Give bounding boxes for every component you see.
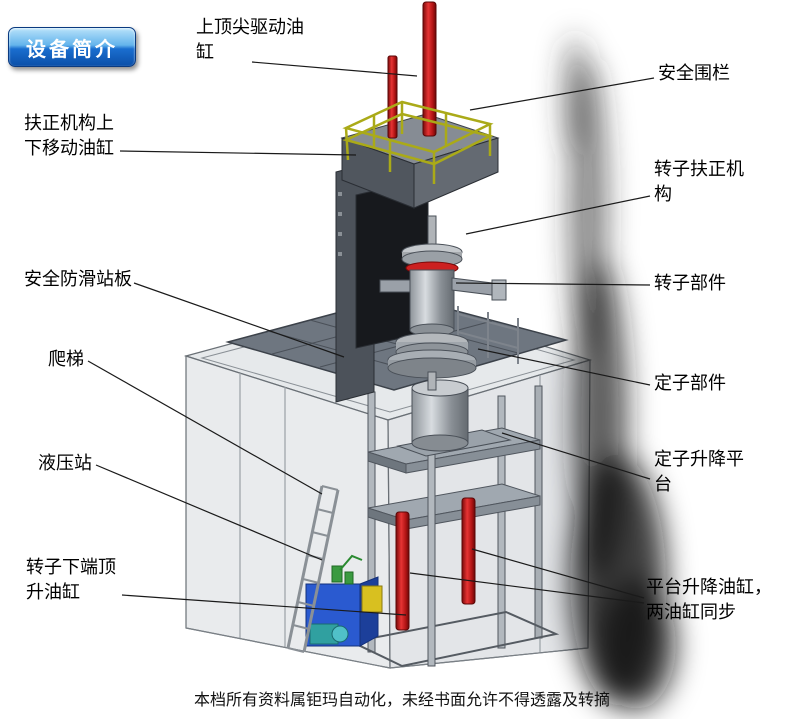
label-antislip-platform: 安全防滑站板 bbox=[24, 269, 132, 290]
label-rotor-jack-cylinder: 转子下端顶 升油缸 bbox=[26, 557, 116, 603]
label-rotor-part: 转子部件 bbox=[654, 273, 726, 294]
stator-assembly bbox=[396, 379, 512, 457]
label-rotor-centering: 转子扶正机 构 bbox=[654, 159, 744, 205]
safety-fence bbox=[342, 100, 494, 184]
label-hydraulic-station: 液压站 bbox=[38, 453, 92, 474]
label-stator-lift-platform: 定子升降平 台 bbox=[654, 449, 744, 495]
label-centering-cylinder: 扶正机构上 下移动油缸 bbox=[24, 113, 114, 159]
label-stator-part: 定子部件 bbox=[654, 373, 726, 394]
shadow-smudge bbox=[563, 35, 676, 710]
label-safety-fence: 安全围栏 bbox=[658, 63, 730, 84]
top-drive-cylinders bbox=[387, 1, 437, 139]
platform-lift-cylinders bbox=[395, 497, 476, 631]
label-ladder: 爬梯 bbox=[48, 349, 84, 370]
section-badge: 设备简介 bbox=[8, 27, 136, 67]
access-ladder bbox=[286, 485, 340, 653]
leader-lines bbox=[87, 61, 655, 616]
rotor-assembly bbox=[379, 215, 507, 391]
label-platform-lift-cylinders: 平台升降油缸， 两油缸同步 bbox=[646, 577, 772, 623]
copyright-footer: 本档所有资料属钜玛自动化，未经书面允许不得透露及转摘 bbox=[193, 690, 610, 709]
label-top-cylinder: 上顶尖驱动油 缸 bbox=[196, 17, 304, 63]
